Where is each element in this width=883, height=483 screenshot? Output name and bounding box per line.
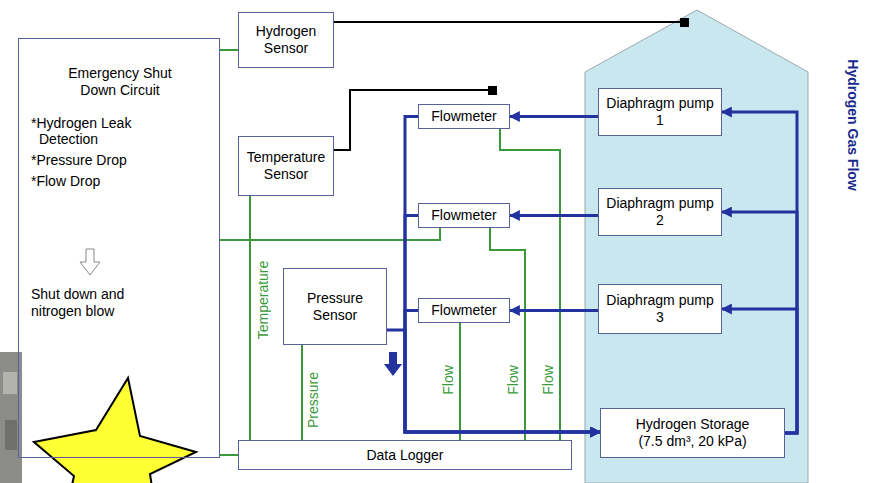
signal-wire xyxy=(220,49,238,51)
box-label: Data Logger xyxy=(366,447,443,464)
gas-pipe xyxy=(722,112,797,433)
sensor-box: Pressure Sensor xyxy=(283,268,387,345)
signal-wire xyxy=(249,196,251,440)
logger-box: Data Logger xyxy=(238,440,572,470)
box-label: Hydrogen Sensor xyxy=(244,23,328,57)
flow-direction-arrow xyxy=(384,352,402,376)
gas-pipe xyxy=(405,216,600,433)
signal-wire xyxy=(490,228,525,440)
sensor-tip xyxy=(488,86,497,95)
yellow-star xyxy=(34,378,196,483)
sensor-tip xyxy=(680,18,689,27)
pump-box: Diaphragm pump 1 xyxy=(598,88,722,136)
shutdown-circuit-box: Emergency Shut Down Circuit *Hydrogen Lea… xyxy=(18,38,220,458)
box-label: Diaphragm pump 1 xyxy=(604,95,716,129)
signal-wire xyxy=(500,129,560,440)
hollow-down-arrow xyxy=(79,248,101,276)
pump-box: Diaphragm pump 3 xyxy=(598,284,722,334)
signal-wire xyxy=(220,228,440,240)
condition-item: *Hydrogen Leak Detection xyxy=(31,115,167,149)
gas-pipe xyxy=(405,117,600,433)
gas-pipe xyxy=(387,330,600,432)
storage-box: Hydrogen Storage (7.5 dm³, 20 kPa) xyxy=(600,408,785,458)
gas-pipe xyxy=(510,115,598,118)
photo-fragment xyxy=(5,420,17,450)
pump-box: Diaphragm pump 2 xyxy=(598,188,722,236)
photo-fragment xyxy=(3,372,17,394)
box-label: Temperature Sensor xyxy=(244,149,328,183)
gas-pipe xyxy=(510,309,598,312)
box-heading: Emergency Shut Down Circuit xyxy=(55,65,185,99)
box-label: Flowmeter xyxy=(431,207,496,224)
flowmeter-box: Flowmeter xyxy=(418,203,510,228)
flowmeter-box: Flowmeter xyxy=(418,298,510,323)
tank-outline xyxy=(585,10,808,483)
box-label: Diaphragm pump 2 xyxy=(604,195,716,229)
action-text: Shut down and nitrogen blow xyxy=(31,286,161,320)
box-label: Diaphragm pump 3 xyxy=(604,292,716,326)
sensor-box: Hydrogen Sensor xyxy=(238,12,334,68)
condition-item: *Pressure Drop xyxy=(31,152,167,169)
box-label: Hydrogen Storage (7.5 dm³, 20 kPa) xyxy=(628,416,758,450)
signal-wire xyxy=(220,454,238,456)
signal-label: Flow xyxy=(506,363,521,397)
sensor-wire xyxy=(330,21,684,23)
signal-wire xyxy=(459,323,461,440)
signal-label: Flow xyxy=(541,363,556,397)
gas-pipe xyxy=(405,311,600,433)
box-label: Flowmeter xyxy=(431,302,496,319)
flowmeter-box: Flowmeter xyxy=(418,104,510,129)
gas-pipe xyxy=(722,212,797,433)
signal-label: Pressure xyxy=(306,370,321,430)
sensor-box: Temperature Sensor xyxy=(238,136,334,196)
flow-direction-label: Hydrogen Gas Flow xyxy=(844,57,859,192)
signal-label: Temperature xyxy=(256,259,271,342)
box-label: Flowmeter xyxy=(431,108,496,125)
arrow-shape xyxy=(80,249,100,275)
signal-label: Flow xyxy=(441,363,456,397)
box-label: Pressure Sensor xyxy=(289,290,381,324)
signal-wire xyxy=(301,345,303,440)
condition-item: *Flow Drop xyxy=(31,173,167,190)
gas-pipe xyxy=(510,214,598,217)
